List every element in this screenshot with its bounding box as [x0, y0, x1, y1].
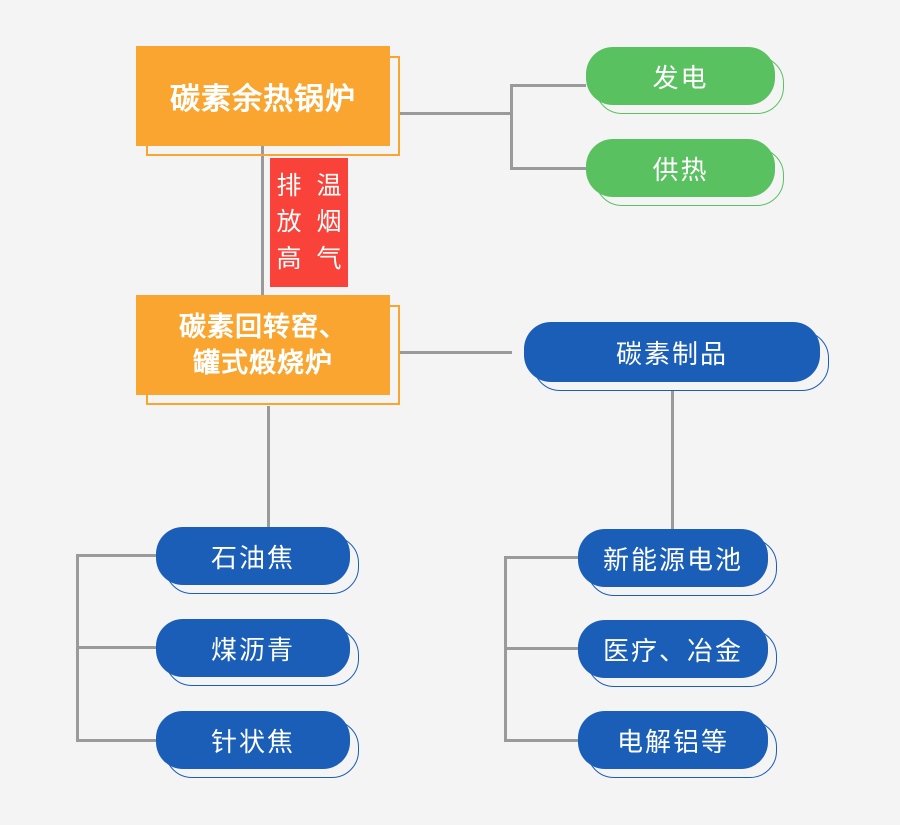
node-waste-heat-boiler: 碳素余热锅炉 [136, 46, 400, 156]
node-label: 煤沥青 [210, 634, 295, 665]
node-flue-gas: 排放高 温烟气 [270, 158, 348, 287]
connector-power-stub [510, 84, 586, 87]
connector-medical-stub [504, 647, 578, 650]
node-medical-metallurgy: 医疗、冶金 [578, 620, 777, 687]
node-label: 供热 [652, 154, 709, 185]
connector-kiln-products [400, 351, 512, 354]
vertical-text-col-right: 温烟气 [316, 171, 342, 273]
connector-kiln-down [267, 406, 270, 527]
node-rotary-kiln: 碳素回转窑、 罐式煅烧炉 [136, 295, 400, 405]
connector-boiler-kiln [261, 146, 264, 295]
connector-boiler-bracket [399, 112, 510, 115]
node-needle-coke: 针状焦 [156, 711, 359, 778]
connector-pitch-stub [76, 646, 156, 649]
node-petroleum-coke: 石油焦 [156, 527, 359, 594]
node-heat-supply: 供热 [586, 139, 784, 206]
node-electrolytic-aluminum: 电解铝等 [578, 711, 777, 778]
connector-products-down [671, 391, 674, 529]
node-carbon-products: 碳素制品 [524, 322, 829, 391]
vertical-text-col-left: 排放高 [276, 171, 302, 273]
connector-petroleum-stub [76, 554, 156, 557]
node-label: 碳素制品 [615, 338, 728, 369]
node-label: 新能源电池 [602, 544, 743, 575]
connector-needle-stub [76, 739, 156, 742]
connector-aluminum-stub [504, 739, 578, 742]
node-coal-pitch: 煤沥青 [156, 619, 359, 686]
node-label: 电解铝等 [616, 726, 729, 757]
node-power-generation: 发电 [586, 47, 784, 114]
connector-right-bracket-top [510, 84, 513, 170]
vertical-text: 排放高 温烟气 [270, 158, 348, 287]
connector-heating-stub [510, 167, 586, 170]
node-label: 石油焦 [210, 542, 295, 573]
node-label: 碳素回转窑、 罐式煅烧炉 [179, 311, 347, 378]
connector-battery-stub [504, 556, 578, 559]
node-label: 碳素余热锅炉 [170, 83, 356, 116]
node-new-energy-battery: 新能源电池 [578, 529, 777, 596]
node-label: 发电 [652, 62, 709, 93]
node-label: 医疗、冶金 [602, 635, 743, 666]
node-label: 针状焦 [210, 726, 295, 757]
